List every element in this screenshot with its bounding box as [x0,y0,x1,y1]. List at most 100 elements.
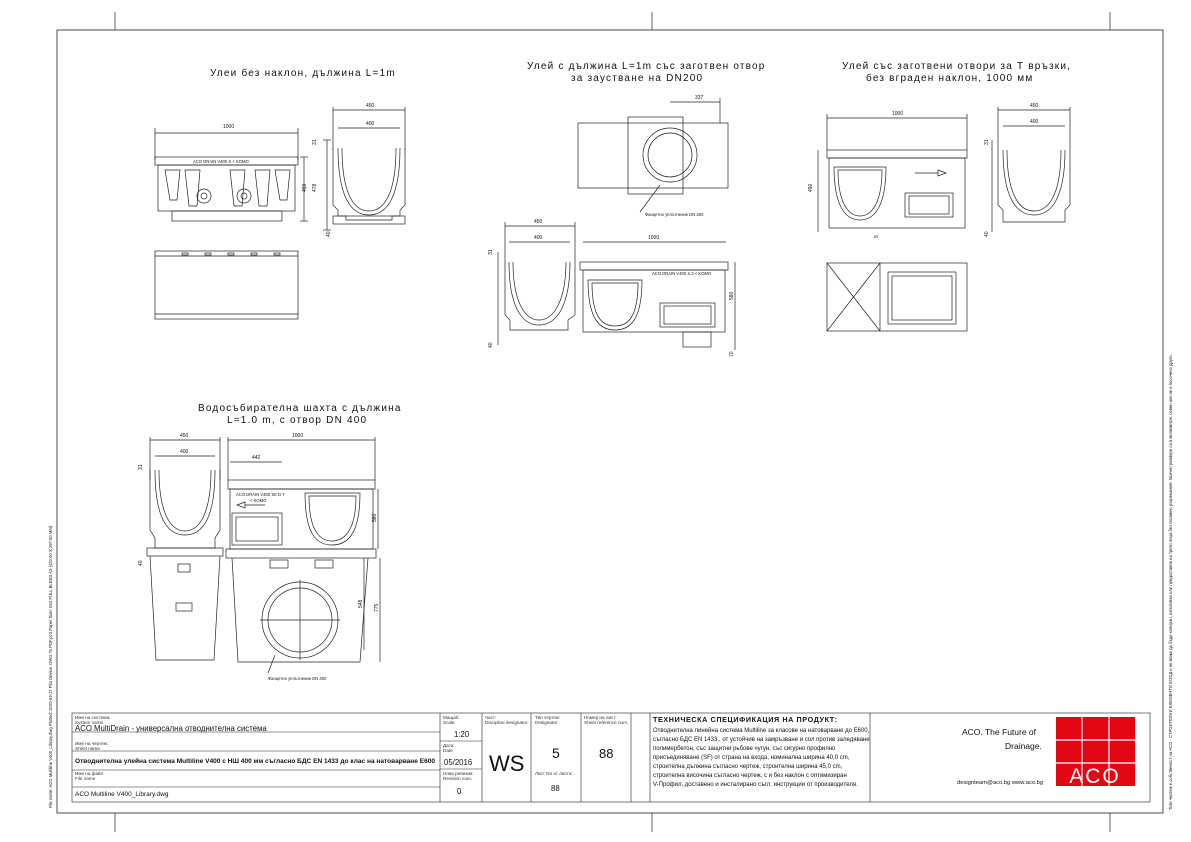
system-value: ACO MultiDrain - универсална отводнителн… [75,724,267,733]
file-label-en: File name [75,776,96,781]
spec-line: съгласно БДС EN 1433., от устойчив на за… [653,736,870,743]
part-label-en: Discipline designator [485,720,528,725]
dim-length-v1: 1000 [223,124,234,130]
dim-31-v4: 31 [138,464,144,470]
dim-548-v4: 548 [358,599,364,608]
part-value: WS [489,751,524,776]
dim-31-v1: 31 [312,139,318,145]
dim-width-outer-v3: 450 [1030,103,1039,109]
view1-channel-side [154,128,308,222]
dim-442-v4: 442 [252,455,261,461]
logo-text: ACO [1069,765,1121,788]
dim-width-inner-v3: 400 [1030,119,1039,125]
part-label-bg: Част: [485,715,496,720]
dim-length-v4: 1000 [292,433,303,439]
dim-40-v4: 40 [138,560,144,566]
dim-478-v1: 478 [312,183,318,192]
seal-label-v2: Фанцетно уплътнение DN 400 [645,212,704,217]
system-label-en: System name [75,720,104,725]
view3-channel-side [817,114,968,232]
scale-value: 1:20 [454,730,470,739]
type-label-en: Designator [535,720,558,725]
view1-title: Улеи без наклон, дължина L=1m [210,67,396,79]
date-label-bg: Дата: [443,743,454,748]
shaft-marking-v4: ACO DRAIN V400 SK D T [236,492,285,497]
spec-line: присъединяване (SF) от страна на входа, … [653,755,850,761]
dim-40-v1: 40 [326,231,332,237]
company-tagline-2: Drainage. [1005,741,1042,751]
dim-width-inner-v4: 400 [180,449,189,455]
file-label-bg: Име на файл: [75,770,105,776]
dim-31-v3: 31 [984,139,990,145]
dim-width-inner-v2: 400 [534,235,543,241]
side-file-info: File name: ACO Multiline V400_Library.dw… [48,525,53,808]
company-contacts: designteam@aco.bg www.aco.bg [957,780,1043,786]
sheets-label: Лист No от листа: [535,771,573,776]
dim-length-v2: 1000 [648,235,659,241]
dim-40-v3: 40 [984,231,990,237]
spec-line: строителна дължина съгласно чертеж, стро… [653,764,843,770]
dim-width-outer-v4: 450 [180,433,189,439]
view1-channel-plan [154,250,299,320]
sheet-label-en: Sheet reference num. [584,720,628,725]
spec-title: ТЕХНИЧЕСКА СПЕЦИФИКАЦИЯ НА ПРОДУКТ: [653,715,838,724]
type-value: 5 [552,745,560,761]
channel-marking-v2: ACO DRAIN V400 S.3 < KOMO [652,271,712,276]
company-tagline-1: ACO. The Future of [962,727,1037,737]
rev-label-en: Revision num. [443,776,472,781]
shaft-marking2-v4: < KOMO [250,498,267,503]
dim-580-v2: 580 [729,291,735,300]
view2-channel-side [579,241,736,350]
system-label-bg: Име на система: [75,715,110,720]
view4-title-line1: Водосъбирателна шахта с дължина [198,402,402,414]
dim-775-v4: 775 [374,603,380,612]
view3-channel-section [991,107,1071,232]
channel-marking-v1: ACO DRAIN V400 S < KOMO [193,159,249,164]
view2-channel-section [497,222,576,345]
view1-channel-section [323,107,406,231]
date-label-en: Date [443,748,453,753]
side-copyright: Този чертеж е собственост на ACO - СТРОИ… [1168,354,1173,810]
spec-line: Отводнителна линейна система Multiline з… [653,727,870,734]
view2-channel-plan [577,98,729,213]
type-label-bg: Тип чертеж: [535,715,560,720]
dim-width-inner-v1: 400 [366,121,375,127]
spec-line: полимербетон, със защитни рьбове чугун, … [653,746,836,752]
titleblock-frame [71,712,1151,803]
sheetname-label-bg: Име на чертеж: [75,741,108,746]
dim-490-v1: 490 [302,183,308,192]
sheet-label-bg: Номер на лист: [584,715,617,720]
rev-value: 0 [457,787,462,796]
sheetname-value: Отводнителна улейна система Multiline V4… [75,758,436,765]
dim-width-outer-v1: 450 [366,103,375,109]
view4-basin-side [225,437,381,674]
sheet-frame [56,29,1164,814]
view2-title-line2: за заустване на DN200 [571,73,703,84]
view3-title-line1: Улей със заготвени отвори за Т връзки, [842,61,1071,72]
dim-width-outer-v2: 450 [534,219,543,225]
dim-40-v2: 40 [488,342,494,348]
scale-label-bg: Мащаб: [443,715,460,720]
date-value: 05/2016 [444,758,472,767]
view4-title-line2: L=1.0 m, с отвор DN 400 [227,415,367,426]
view4-basin-section [146,437,224,661]
scale-label-en: Scale [443,720,455,725]
sheet-value: 88 [599,746,613,761]
spec-line: V-Профил, доставено и инсталирано съгл. … [653,782,858,788]
sheets-value: 88 [551,784,560,793]
seal-label-v4: Фанцетно уплътнение DN 400 [268,676,327,681]
rev-label-bg: Нова ревизия: [443,771,474,776]
sheetname-label-en: Sheet name [75,746,100,751]
view3-channel-plan [826,262,968,332]
dim-490-v3: 490 [808,183,814,192]
view2-title-line1: Улей с дължина L=1m със заготвен отвор [527,61,766,72]
spec-line: строителна височина съгласно чертеж, с и… [653,773,847,779]
dim-31-v2: 31 [488,249,494,255]
dim-337-v2: 337 [695,95,704,101]
dim-580-v4: 580 [372,513,378,522]
dim-length-v3: 1000 [892,111,903,117]
dim-5-v3: 5 [874,235,880,238]
aco-logo: ACO [1056,717,1135,788]
view3-title-line2: без вграден наклон, 1000 мм [866,72,1033,84]
